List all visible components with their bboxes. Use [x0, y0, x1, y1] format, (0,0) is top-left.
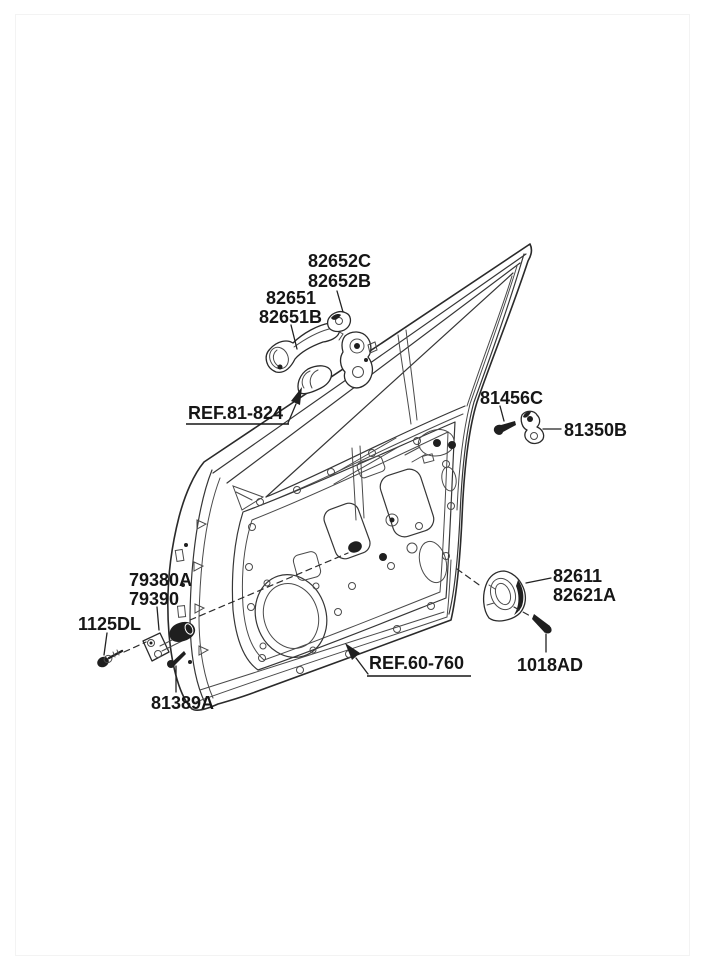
ref-label-60-760: REF.60-760	[369, 653, 464, 673]
inside-handle-housing-group	[482, 570, 552, 634]
leader-82652	[336, 290, 344, 313]
part-label-79380a: 79380A	[129, 570, 192, 590]
dash-1125dl	[123, 641, 147, 653]
window-frame	[212, 253, 527, 615]
leader-1125dl	[103, 632, 108, 656]
mirror-sail	[232, 485, 265, 511]
bolt-holes	[245, 437, 455, 674]
part-labels: 82652C 82652B 82651 82651B REF.81-824 81…	[78, 251, 627, 713]
access-holes	[292, 455, 457, 584]
handle-end-cap	[297, 365, 333, 395]
outside-handle-group	[265, 311, 378, 395]
part-label-81350b: 81350B	[564, 420, 627, 440]
striker	[520, 410, 545, 445]
part-label-81389a: 81389A	[151, 693, 214, 713]
ref-label-81-824: REF.81-824	[188, 403, 283, 423]
striker-group	[493, 410, 545, 445]
inner-panel	[231, 421, 456, 671]
front-edge-band	[174, 469, 448, 704]
part-label-82621a: 82621A	[553, 585, 616, 605]
part-label-82651: 82651	[266, 288, 316, 308]
inside-handle-housing	[482, 570, 527, 622]
checker-body	[169, 621, 196, 642]
leader-82611	[525, 577, 552, 584]
part-label-82651b: 82651B	[259, 307, 322, 327]
leader-82651	[290, 324, 298, 350]
arrowhead-ref60	[345, 643, 360, 660]
part-label-82611: 82611	[553, 566, 602, 586]
bolt-1125dl	[97, 656, 109, 668]
part-label-1125dl: 1125DL	[78, 614, 141, 634]
part-label-79390: 79390	[129, 589, 179, 609]
part-label-82652c: 82652C	[308, 251, 371, 271]
part-label-1018ad: 1018AD	[517, 655, 583, 675]
regulator-mechanism	[329, 429, 456, 561]
door-assembly	[167, 243, 533, 711]
dash-door-to-housing	[456, 568, 483, 588]
leader-79380	[156, 606, 160, 631]
dash-checker-to-door	[189, 552, 349, 621]
door-checker-group	[97, 621, 196, 668]
part-label-81456c: 81456C	[480, 388, 543, 408]
part-label-82652b: 82652B	[308, 271, 371, 291]
leader-ref60	[355, 657, 369, 675]
leader-81456c	[499, 405, 505, 422]
arrowhead-ref81	[291, 387, 302, 405]
striker-screw	[493, 421, 516, 435]
door-outline	[167, 243, 533, 711]
leader-lines	[103, 290, 562, 693]
dash-housing-to-screw	[513, 606, 533, 618]
leader-ref81	[287, 403, 297, 424]
speaker-hole	[254, 574, 328, 658]
